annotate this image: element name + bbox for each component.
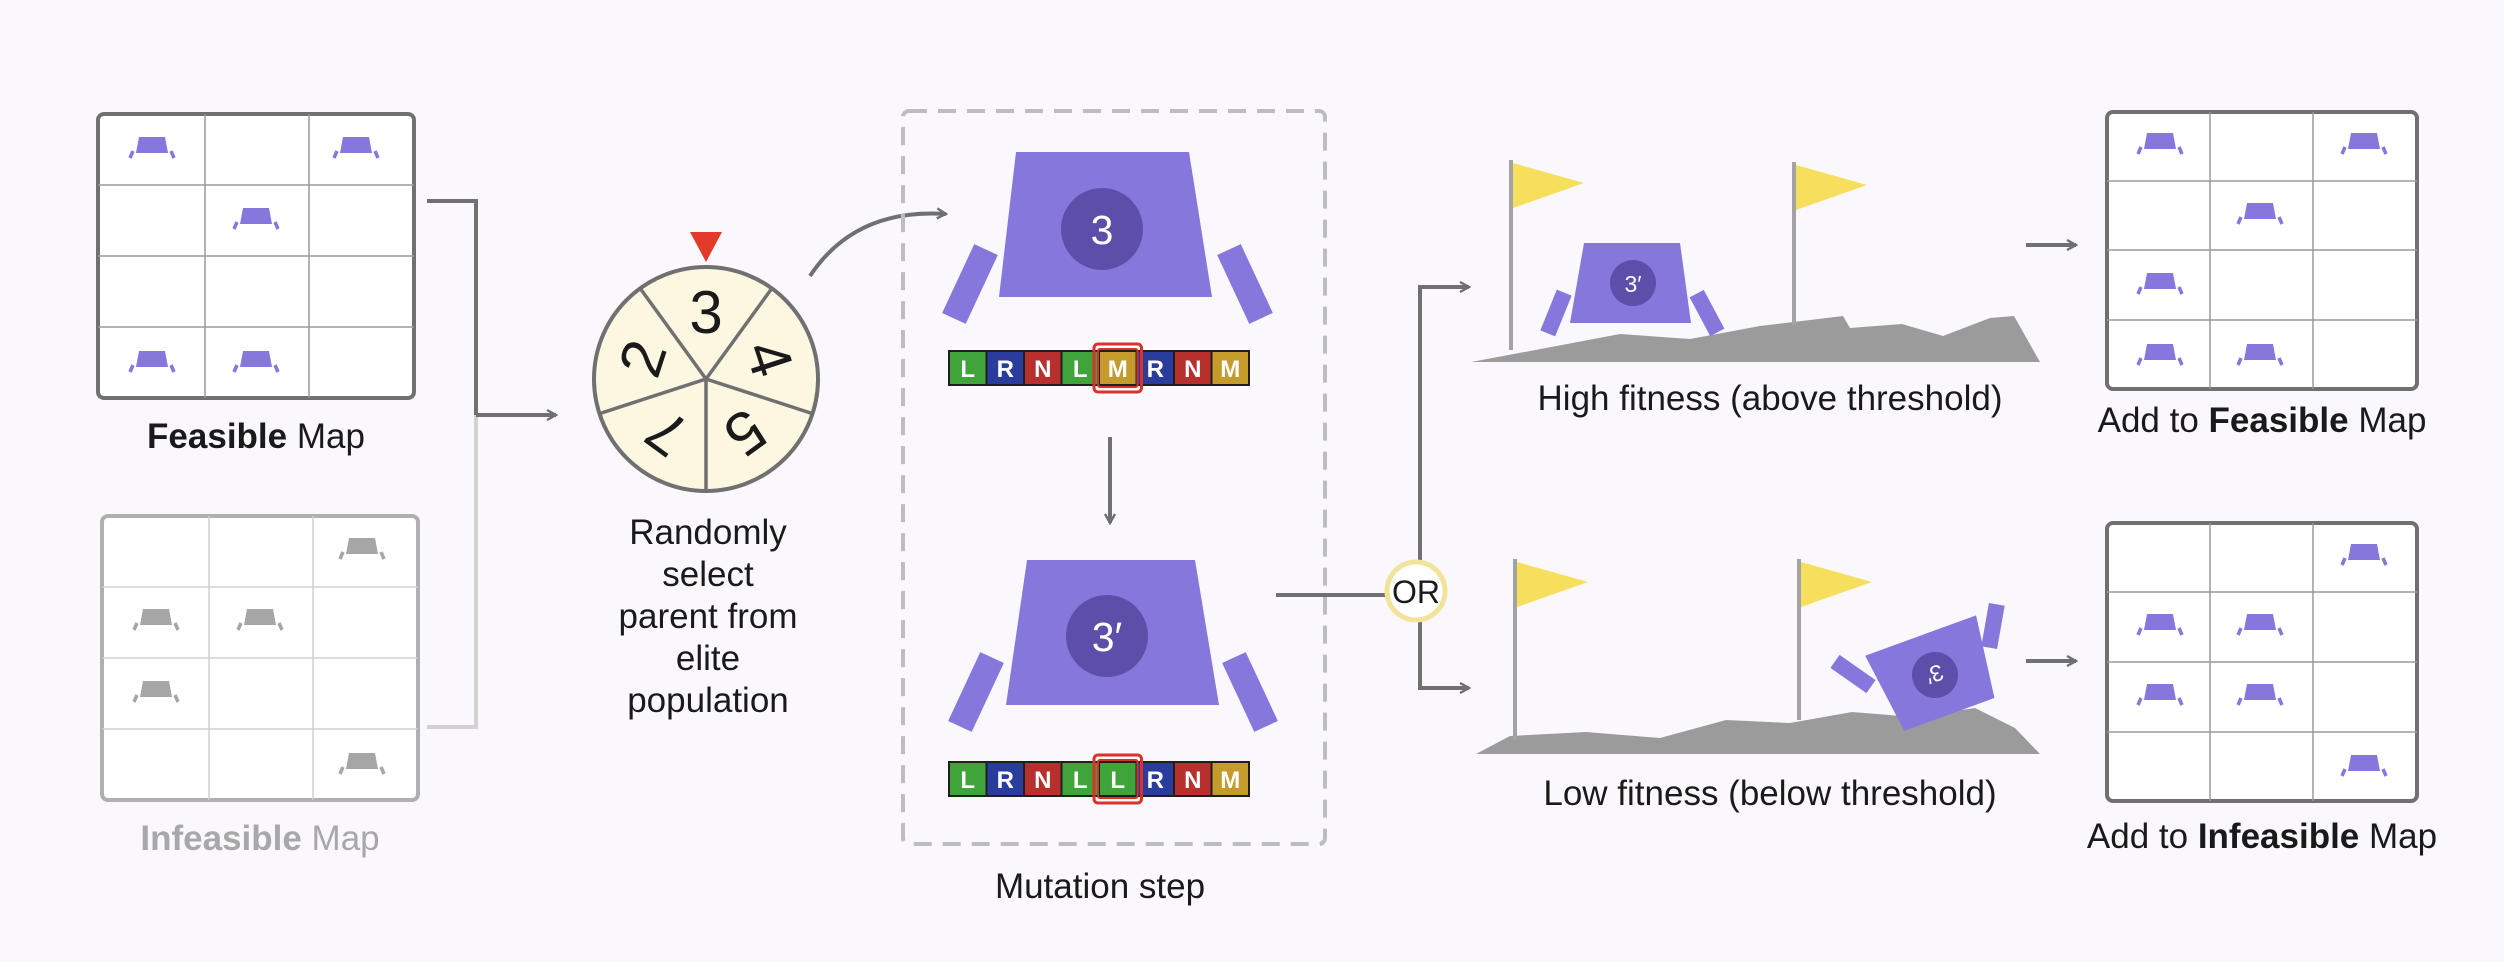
child-robot: 3′ — [948, 560, 1278, 732]
infeasible-map-title-rest: Map — [301, 819, 380, 858]
gene-label: M — [1220, 356, 1240, 383]
robot-icon — [338, 753, 386, 775]
robot-icon — [2136, 344, 2184, 366]
mutation-step-box — [901, 109, 1327, 846]
robot-icon — [128, 351, 176, 373]
add-feasible-bold: Feasible — [2208, 401, 2349, 440]
infeasible-connector — [427, 415, 478, 729]
child-robot-id: 3′ — [1092, 614, 1123, 660]
or-node — [1384, 559, 1448, 623]
robot-icon — [332, 137, 380, 159]
mutation-step-caption: Mutation step — [994, 867, 1206, 906]
robot-icon — [2236, 614, 2284, 636]
wheel-segment-label: 3 — [689, 279, 722, 346]
wheel-caption: Randomly select parent from elite popula… — [580, 512, 836, 722]
robot-icon — [2340, 544, 2388, 566]
gene-label: L — [960, 356, 975, 383]
mutation-highlight — [1092, 753, 1143, 805]
gene-label: N — [1184, 767, 1201, 794]
add-feasible-prefix: Add to — [2097, 401, 2209, 440]
or-label: OR — [1392, 574, 1440, 610]
infeasible-map-title: Infeasible Map — [100, 818, 420, 860]
wheel-caption-line: Randomly — [629, 513, 787, 552]
high-fitness-caption: High fitness (above threshold) — [1537, 379, 2003, 418]
robot-icon — [132, 681, 180, 703]
robot-icon — [2340, 755, 2388, 777]
robot-icon — [2136, 614, 2184, 636]
wheel-pointer — [690, 232, 722, 262]
wheel-caption-line: parent from — [618, 597, 798, 636]
flag — [1801, 562, 1872, 607]
flag — [1796, 165, 1867, 210]
robot-icon — [2236, 203, 2284, 225]
gene-label: N — [1184, 356, 1201, 383]
flag — [1517, 562, 1588, 607]
robot-icon — [2136, 133, 2184, 155]
branch-down-arrow — [1418, 615, 1469, 688]
add-infeasible-caption: Add to Infeasible Map — [2062, 816, 2462, 858]
gene-label: N — [1034, 356, 1051, 383]
add-feasible-caption: Add to Feasible Map — [2062, 400, 2462, 442]
gene-label: L — [1110, 767, 1125, 794]
robot-icon — [2136, 684, 2184, 706]
gene-label: L — [1073, 767, 1088, 794]
infeasible-map-title-bold: Infeasible — [140, 819, 302, 858]
gene-label: R — [997, 767, 1014, 794]
robot-icon — [128, 137, 176, 159]
terrain — [1476, 708, 2040, 754]
gene-label: N — [1034, 767, 1051, 794]
robot-icon — [2340, 133, 2388, 155]
robot-icon — [132, 609, 180, 631]
low-fitness-caption: Low fitness (below threshold) — [1543, 774, 1997, 813]
robot-icon — [236, 609, 284, 631]
wheel-caption-line: elite — [675, 639, 741, 678]
add-infeasible-prefix: Add to — [2086, 817, 2198, 856]
gene-label: L — [1073, 356, 1088, 383]
result-infeasible-map-grid — [2105, 521, 2419, 803]
add-feasible-rest: Map — [2348, 401, 2427, 440]
arrow-to-mutation — [808, 214, 946, 278]
feasible-map-title-rest: Map — [287, 417, 365, 456]
robot-icon — [232, 351, 280, 373]
feasible-map-title-bold: Feasible — [147, 417, 288, 456]
parent-robot: 3 — [942, 152, 1273, 324]
branch-up-arrow — [1418, 287, 1469, 575]
terrain — [1471, 316, 2040, 362]
gene-label: R — [1147, 767, 1164, 794]
low-fitness-scene: 3′ — [1476, 559, 2040, 754]
feasible-connector — [427, 199, 478, 729]
parent-robot-id: 3 — [1091, 207, 1114, 253]
feasible-map-grid — [96, 112, 416, 400]
high-fitness-scene: 3′ — [1471, 160, 2040, 362]
gene-label: L — [960, 767, 975, 794]
robot-icon — [2136, 273, 2184, 295]
gene-label: R — [1147, 356, 1164, 383]
add-infeasible-rest: Map — [2359, 817, 2438, 856]
mutation-highlight — [1092, 342, 1143, 394]
gene-label: M — [1220, 767, 1240, 794]
gene-label: M — [1108, 356, 1128, 383]
robot-icon — [2236, 684, 2284, 706]
robot-icon — [338, 538, 386, 560]
result-feasible-map-grid — [2105, 110, 2419, 391]
feasible-map-title: Feasible Map — [96, 416, 416, 458]
wheel-caption-line: population — [627, 681, 789, 720]
high-robot-id: 3′ — [1624, 271, 1641, 297]
wheel-caption-line: select — [662, 555, 754, 594]
robot-icon — [232, 208, 280, 230]
robot-icon — [2236, 344, 2284, 366]
flag — [1513, 163, 1584, 208]
infeasible-map-grid — [100, 514, 420, 802]
add-infeasible-bold: Infeasible — [2197, 817, 2360, 856]
gene-label: R — [997, 356, 1014, 383]
